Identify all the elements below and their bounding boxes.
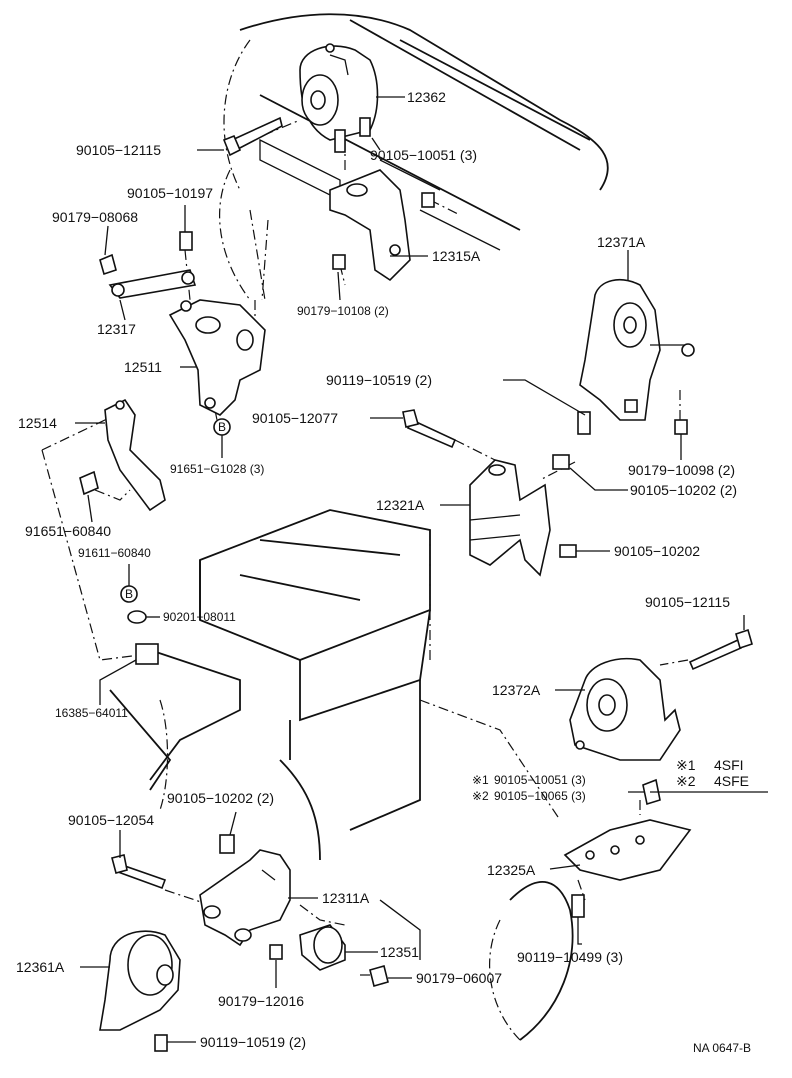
label-12362: 12362 [407,89,446,105]
label-12311A: 12311A [322,890,370,906]
legend-mark-1: ※1 [676,757,696,773]
nut-90179-06007 [369,965,389,987]
bracket-12315A [329,169,411,282]
label-12325A: 12325A [487,862,536,878]
label-12351: 12351 [380,944,419,960]
label-12514: 12514 [18,415,57,431]
label-90105-10202: 90105−10202 [614,543,700,559]
bolt-90119-10519-top [577,411,591,435]
bracket-12511 [168,299,266,416]
bolt-90105-10202-bottom [219,834,235,854]
label-90179-10098-2: 90179−10098 (2) [628,462,735,478]
label-90105-10051-3-b: 90105−10051 (3) [494,773,586,787]
label-90105-10202-2-right: 90105−10202 (2) [630,482,737,498]
label-b-marker-b: B [125,587,133,601]
bracket-12325A [563,819,692,881]
label-91651-G1028-3: 91651−G1028 (3) [170,462,264,476]
bracket-12514 [104,398,166,512]
label-mark2: ※2 [472,789,489,803]
bolt-91651-60840 [79,470,99,496]
engine-mount-12362 [299,43,379,153]
label-12315A: 12315A [432,248,481,264]
label-16385-64011: 16385−64011 [55,706,128,720]
nut-90179-08068 [99,253,117,276]
label-91611-60840: 91611−60840 [78,546,151,560]
label-12511: 12511 [124,359,162,375]
bolt-90105-12115-top [222,116,283,157]
label-90105-10197: 90105−10197 [127,185,213,201]
leader-lines [75,96,768,1043]
insulator-12351 [299,924,346,971]
label-12317: 12317 [97,321,136,337]
label-90119-10519-2-bottom: 90119−10519 (2) [200,1034,306,1050]
label-90179-10108-2: 90179−10108 (2) [297,304,389,318]
label-90105-12115-top: 90105−12115 [76,142,161,158]
bolt-90105-12077 [402,409,457,449]
rod-12317 [108,269,197,299]
label-90179-08068: 90179−08068 [52,209,138,225]
label-91651-60840: 91651−60840 [25,523,111,539]
washer-90201-08011 [127,610,147,624]
label-mark1: ※1 [472,773,489,787]
legend-text-1: 4SFI [714,757,744,773]
label-90179-12016: 90179−12016 [218,993,304,1009]
label-12371A: 12371A [597,234,646,250]
label-90105-10051-3: 90105−10051 (3) [370,147,477,163]
bolt-90105-10197 [179,231,193,251]
label-90105-12115-right: 90105−12115 [645,594,730,610]
engine-mount-12372A [569,657,681,761]
legend-text-2: 4SFE [714,773,749,789]
label-b-marker-a: B [218,420,226,434]
bolt-90119-10519-bottom [154,1034,168,1052]
label-90105-12077: 90105−12077 [252,410,338,426]
bolt-90105-10202-right [552,454,570,470]
label-90105-10202-2-bottom: 90105−10202 (2) [167,790,274,806]
bracket-12311A [199,849,291,947]
bolt-90105-12115-right [688,628,753,671]
label-12372A: 12372A [492,682,541,698]
bolt-90105-12054 [111,854,167,890]
legend-mark-2: ※2 [676,773,696,789]
engine-legend: ※1 4SFI ※2 4SFE [676,757,749,789]
label-90201-08011: 90201−08011 [163,610,236,624]
engine-mount-12361A [99,930,181,1031]
bracket-12321A [469,459,551,577]
label-90105-12054: 90105−12054 [68,812,154,828]
nut-90179-10098 [674,419,688,435]
bolt-90105-10202 [559,544,577,558]
bolt-90105-10051 [421,192,435,208]
bolt-90119-10499 [571,894,585,918]
label-12361A: 12361A [16,959,65,975]
transaxle-outline [109,509,574,1041]
label-12321A: 12321A [376,497,425,513]
diagram-id: NA 0647-B [693,1041,751,1055]
part-labels: 12362 90105−12115 90105−10051 (3) 90105−… [16,89,737,1050]
nut-90179-10108 [332,254,346,270]
label-90119-10519-2-top: 90119−10519 (2) [326,372,432,388]
nut-90179-12016 [269,944,283,960]
label-90105-10065-3: 90105−10065 (3) [494,789,586,803]
label-90119-10499-3: 90119−10499 (3) [517,949,623,965]
label-90179-06007: 90179−06007 [416,970,502,986]
stopper-16385-64011 [135,643,159,665]
engine-mount-12371A [579,279,695,421]
